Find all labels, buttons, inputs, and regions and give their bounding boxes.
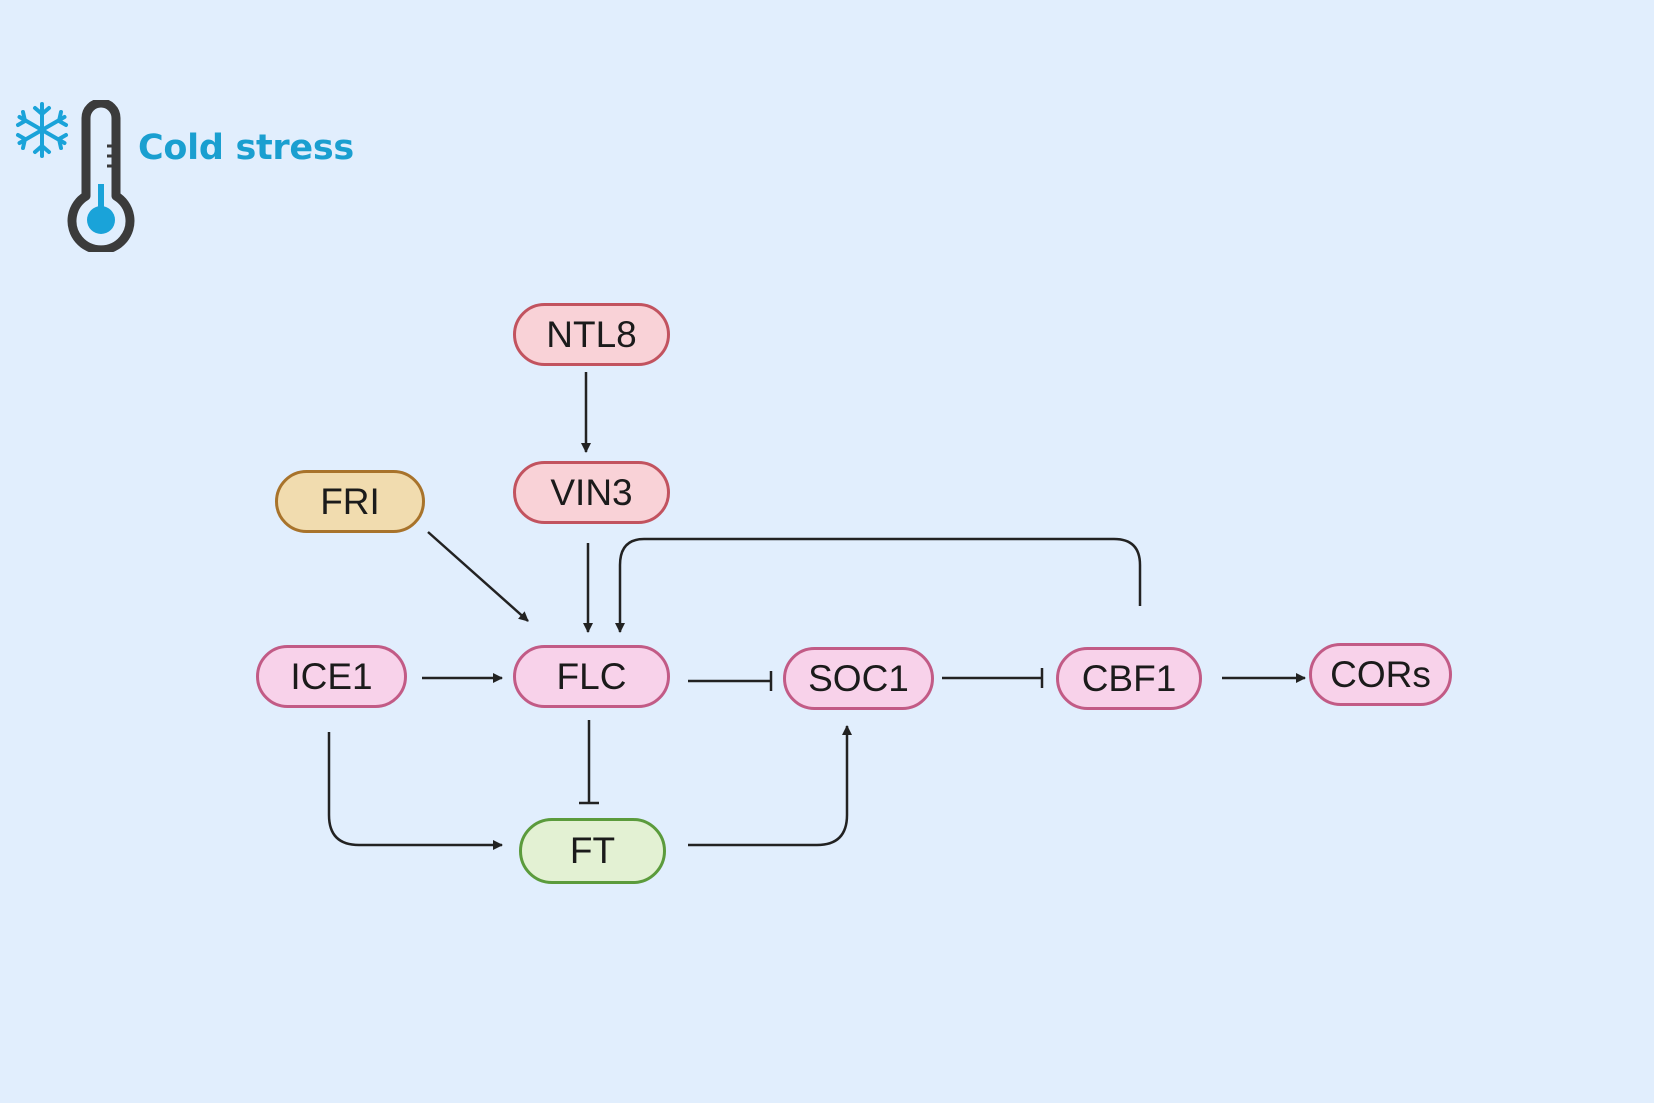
edge-fri-flc bbox=[427, 531, 529, 622]
node-vin3: VIN3 bbox=[513, 461, 670, 524]
node-ft: FT bbox=[519, 818, 666, 884]
snowflake-icon bbox=[16, 102, 68, 158]
node-flc: FLC bbox=[513, 645, 670, 708]
thermometer-icon bbox=[67, 100, 135, 252]
edge-ice1-ft bbox=[327, 732, 503, 850]
node-ntl8: NTL8 bbox=[513, 303, 670, 366]
node-fri: FRI bbox=[275, 470, 425, 533]
node-cors: CORs bbox=[1309, 643, 1452, 706]
edge-ft-soc1 bbox=[688, 725, 852, 847]
page-title: Cold stress bbox=[138, 128, 354, 168]
node-soc1: SOC1 bbox=[783, 647, 934, 710]
edge-cbf1-flc bbox=[615, 537, 1142, 633]
node-cbf1: CBF1 bbox=[1056, 647, 1202, 710]
node-ice1: ICE1 bbox=[256, 645, 407, 708]
